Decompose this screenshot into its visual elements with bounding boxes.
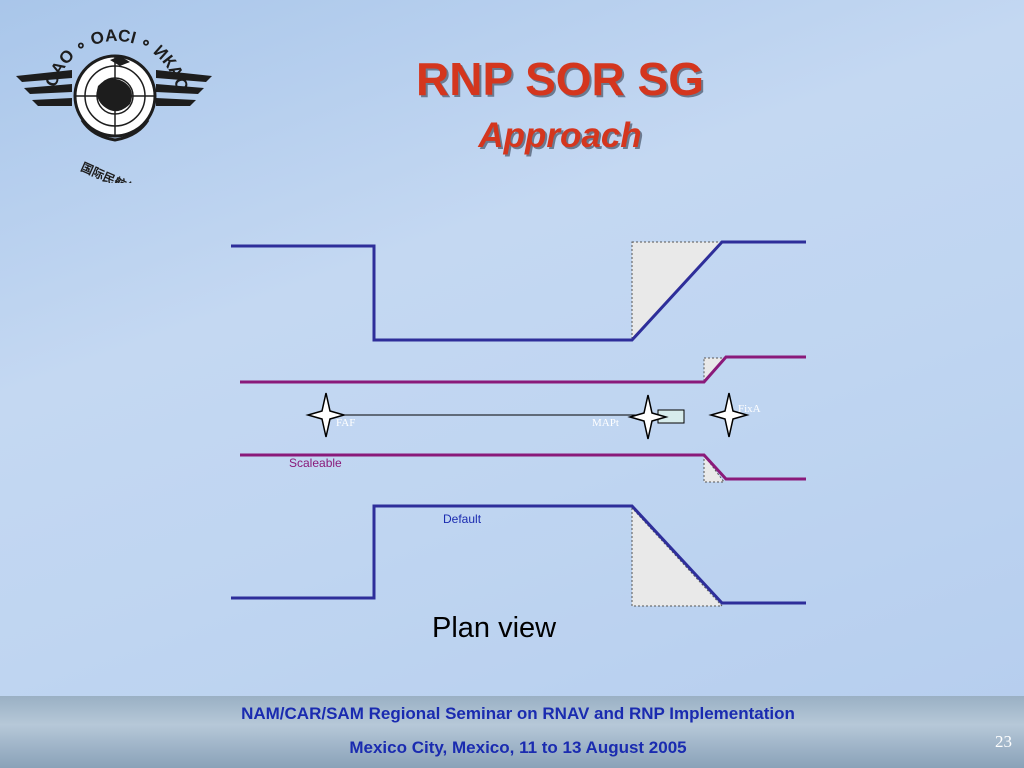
footer-location-dates: Mexico City, Mexico, 11 to 13 August 200… xyxy=(349,738,687,757)
footer-seminar-title: NAM/CAR/SAM Regional Seminar on RNAV and… xyxy=(241,704,795,723)
wings-icon xyxy=(16,70,212,106)
slide-title: RNP SOR SG xyxy=(416,53,704,105)
footer-bar: NAM/CAR/SAM Regional Seminar on RNAV and… xyxy=(0,696,1024,768)
upper-scaleable-boundary xyxy=(240,355,806,384)
faf-waypoint-icon xyxy=(305,392,347,438)
fixa-waypoint-icon xyxy=(708,392,750,438)
slide-subtitle: Approach xyxy=(478,116,642,155)
faf-label: FAF xyxy=(336,417,355,429)
fixa-label: FixA xyxy=(738,403,761,415)
globe-icon xyxy=(73,54,157,142)
plan-view-caption: Plan view xyxy=(432,612,557,644)
lower-scaleable-boundary xyxy=(240,453,806,481)
lower-default-boundary xyxy=(231,504,806,605)
default-label: Default xyxy=(443,512,482,526)
scaleable-label: Scaleable xyxy=(289,456,342,470)
mapt-waypoint-icon xyxy=(627,394,669,440)
upper-default-boundary xyxy=(231,240,806,342)
icao-logo: ICAO ∘ OACI ∘ ИКАО 国际民航组织 ∘ ايكاو xyxy=(16,26,212,183)
mapt-label: MAPt xyxy=(592,417,619,429)
lower-default-splay xyxy=(631,506,724,607)
approach-diagram: FAF MAPt FixA Scaleable Default xyxy=(231,240,806,607)
page-number: 23 xyxy=(995,732,1012,751)
